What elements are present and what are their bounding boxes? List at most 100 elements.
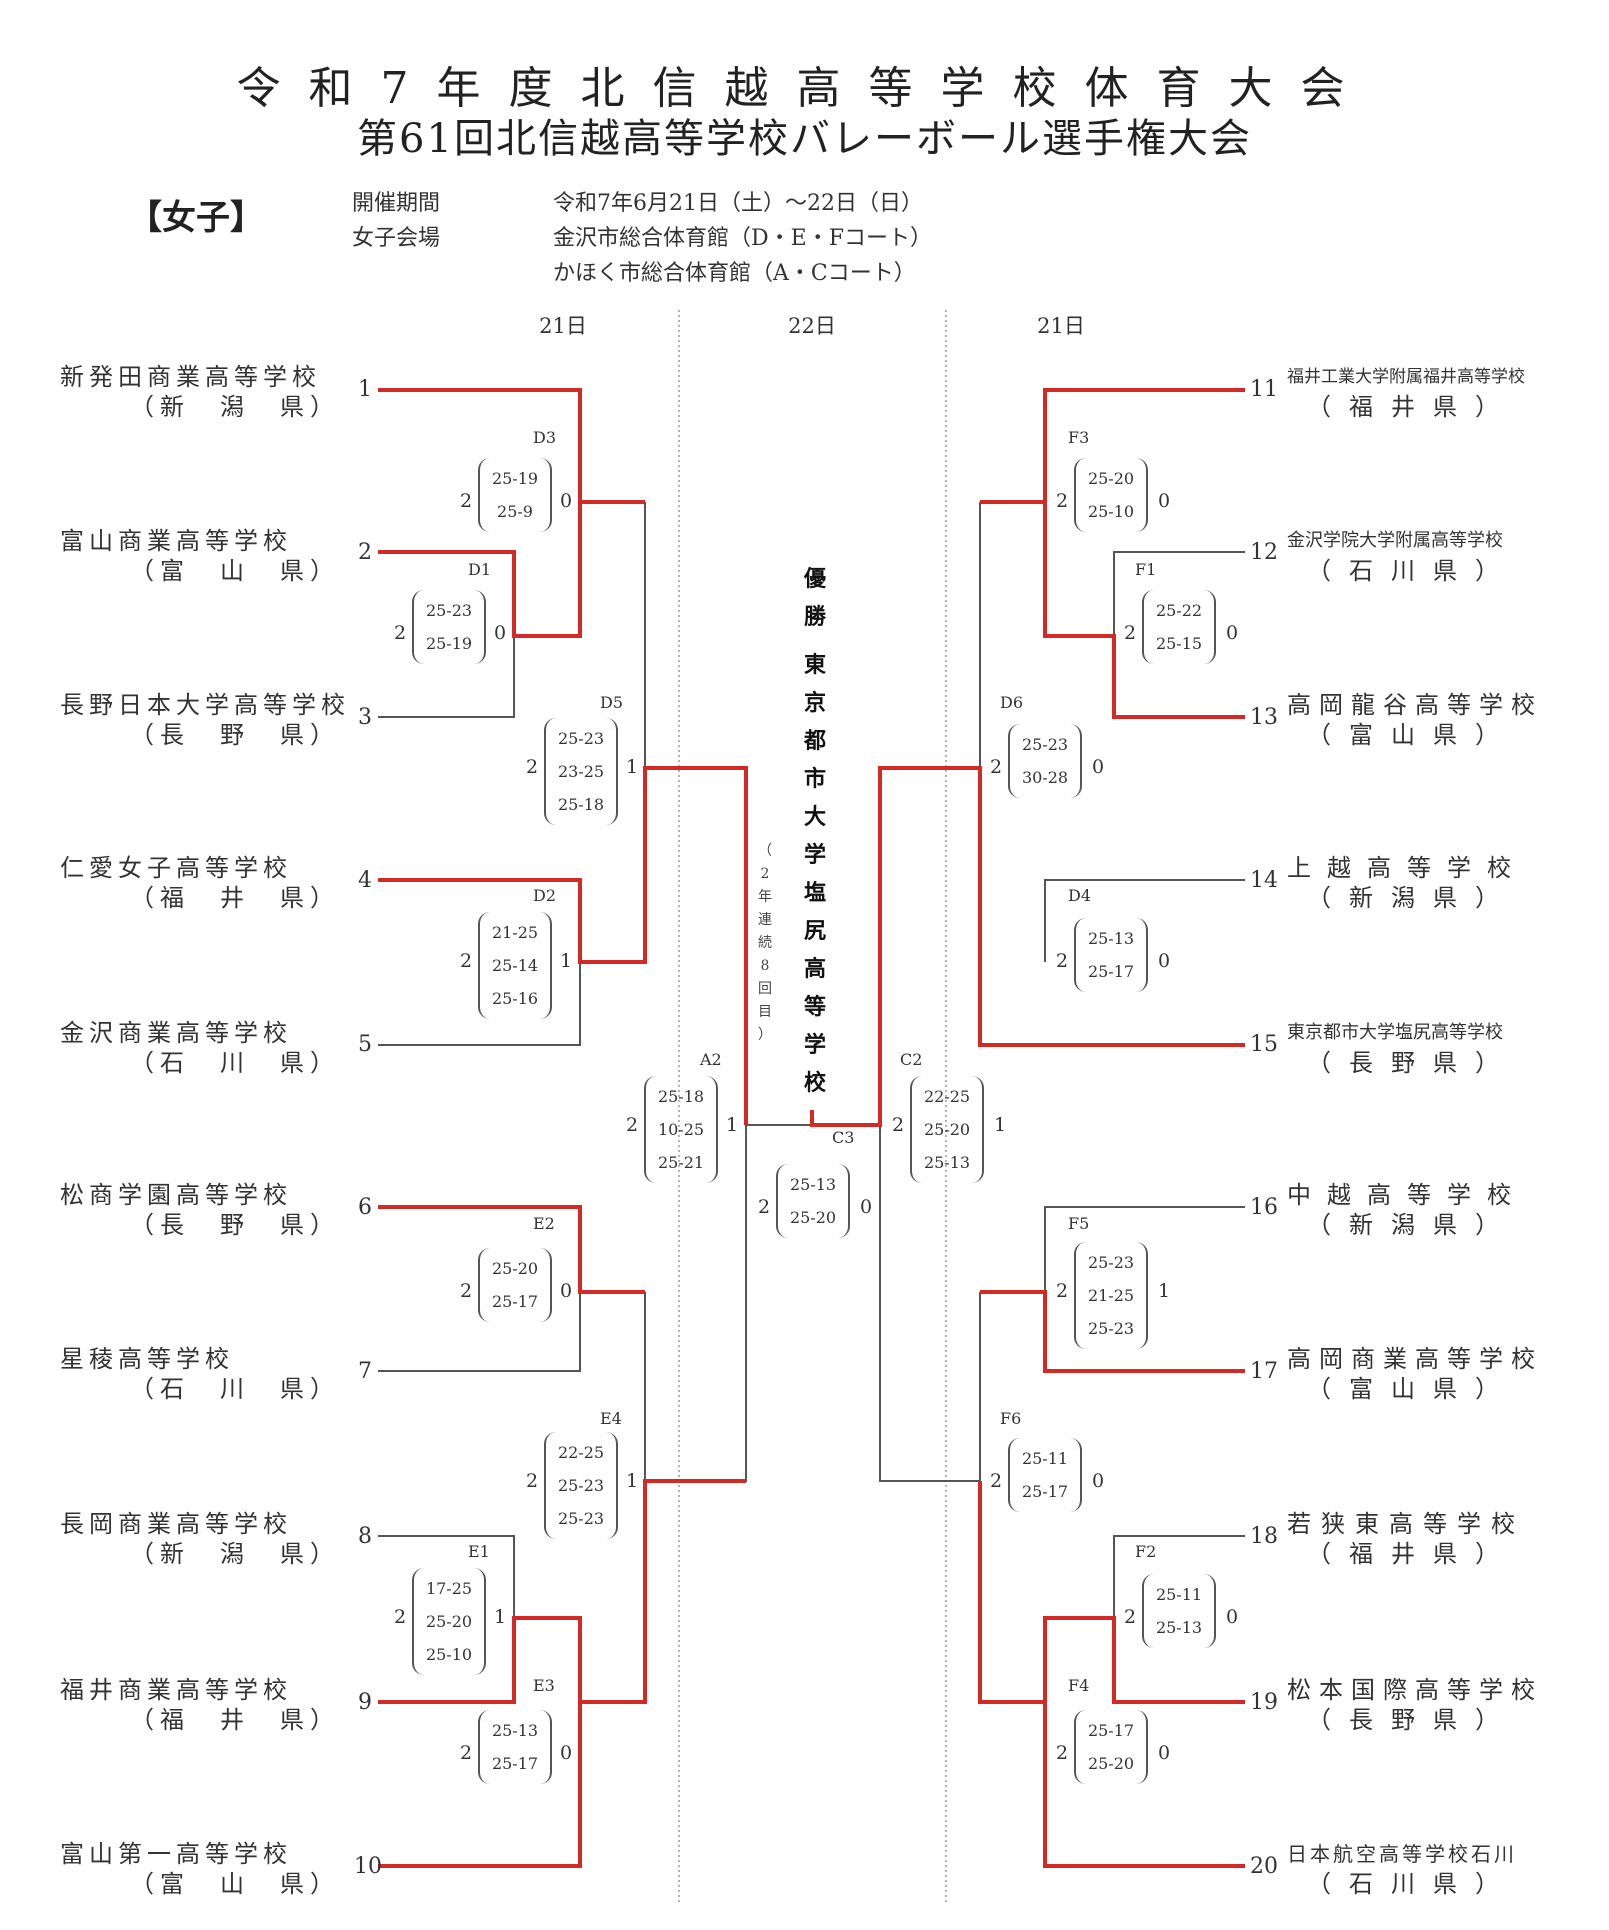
team-prefecture: （新潟県） xyxy=(1307,1211,1517,1239)
set-score: 25-23 xyxy=(1087,1253,1135,1272)
match-code: D5 xyxy=(600,693,624,712)
set-scores: 25-23 21-25 25-23 xyxy=(1074,1242,1148,1349)
seed-number: 18 xyxy=(1250,1524,1278,1549)
set-score: 21-25 xyxy=(1087,1286,1135,1305)
team-prefecture: （長野県） xyxy=(1307,1706,1517,1734)
team-name: 中越高等学校 xyxy=(1287,1181,1527,1209)
line-f6-up xyxy=(879,1125,981,1482)
champion-label: 優 勝 東 京 都 市 大 学 塩 尻 高 等 学 校 xyxy=(800,560,830,1102)
team-name: 仁愛女子高等学校 xyxy=(60,854,292,882)
sets-won: 2 xyxy=(460,1742,473,1764)
match-code: F1 xyxy=(1135,560,1157,579)
seed-number: 4 xyxy=(358,868,372,893)
seed-number: 11 xyxy=(1250,377,1278,402)
set-score: 25-19 xyxy=(491,469,539,488)
sets-lost: 1 xyxy=(560,950,573,972)
seed-number: 5 xyxy=(358,1032,372,1057)
win-team20 xyxy=(978,1481,1245,1868)
win-team2 xyxy=(378,502,582,638)
venue-label: 女子会場 xyxy=(352,226,441,251)
team-entry: 高岡商業高等学校（富山県） xyxy=(1287,1344,1587,1404)
match-code: D2 xyxy=(533,886,557,905)
set-scores: 25-22 25-15 xyxy=(1142,590,1216,664)
match-code: F3 xyxy=(1068,428,1090,447)
set-score: 25-22 xyxy=(1155,601,1203,620)
team-prefecture: （福井県） xyxy=(1307,1540,1517,1568)
consecutive-wins-note: （ 2 年 連 続 8 回 目 ） xyxy=(755,840,775,1047)
team-entry: 日本航空高等学校石川（石川県） xyxy=(1287,1839,1587,1899)
champion-char: 優 xyxy=(803,566,826,592)
sets-lost: 0 xyxy=(1226,622,1239,644)
venue-value-2: かほく市総合体育館（A・Cコート） xyxy=(553,261,916,286)
team-entry: 富山商業高等学校（富 山 県） xyxy=(60,526,360,586)
match-code: A2 xyxy=(700,1050,722,1069)
team-prefecture: （新 潟 県） xyxy=(130,393,340,421)
sets-won: 2 xyxy=(460,1280,473,1302)
set-score: 25-15 xyxy=(1155,634,1203,653)
sets-lost: 0 xyxy=(1226,1606,1239,1628)
note-char: 年 xyxy=(758,889,772,905)
team-name: 高岡龍谷高等学校 xyxy=(1287,691,1543,719)
team-prefecture: （石 川 県） xyxy=(130,1375,340,1403)
team-name: 新発田商業高等学校 xyxy=(60,363,321,391)
sets-lost: 0 xyxy=(1158,1742,1171,1764)
set-score: 25-10 xyxy=(425,1645,473,1664)
team-prefecture: （新潟県） xyxy=(1307,884,1517,912)
team-entry: 福井工業大学附属福井高等学校 （福井県） xyxy=(1287,362,1587,422)
team-name: 上越高等学校 xyxy=(1287,854,1527,882)
set-score: 25-23 xyxy=(1087,1319,1135,1338)
win-team13 xyxy=(1043,502,1245,719)
division-label: 【女子】 xyxy=(128,198,264,238)
sets-won: 2 xyxy=(526,1470,539,1492)
team-prefecture: （新 潟 県） xyxy=(130,1540,340,1568)
sets-won: 2 xyxy=(758,1196,771,1218)
day-label-center: 22日 xyxy=(788,314,836,338)
set-score: 25-13 xyxy=(923,1153,971,1172)
team-entry: 高岡龍谷高等学校（富山県） xyxy=(1287,690,1587,750)
tournament-title: 令和7年度北信越高等学校体育大会 xyxy=(236,63,1373,114)
sets-won: 2 xyxy=(1056,1742,1069,1764)
set-score: 25-20 xyxy=(1087,1754,1135,1773)
match-code: E4 xyxy=(600,1409,622,1428)
team-entry: 星稜高等学校（石 川 県） xyxy=(60,1344,360,1404)
sets-lost: 0 xyxy=(560,1280,573,1302)
note-char: 回 xyxy=(758,981,772,997)
set-score: 25-11 xyxy=(1021,1449,1069,1468)
team-name: 金沢商業高等学校 xyxy=(60,1019,292,1047)
win-team9 xyxy=(378,1616,582,1704)
set-score: 25-18 xyxy=(657,1087,705,1106)
team-prefecture: （福井県） xyxy=(1307,393,1517,421)
team-name: 福井工業大学附属福井高等学校 xyxy=(1287,367,1525,387)
sets-won: 2 xyxy=(1056,1280,1069,1302)
team-prefecture: （富 山 県） xyxy=(130,1870,340,1898)
match-code: D3 xyxy=(533,428,557,447)
set-score: 25-20 xyxy=(491,1259,539,1278)
team-entry: 金沢学院大学附属高等学校（石川県） xyxy=(1287,526,1587,586)
set-score: 25-23 xyxy=(557,729,605,748)
team-entry: 富山第一高等学校（富 山 県） xyxy=(60,1839,360,1899)
win-team10 xyxy=(378,1479,746,1868)
sets-won: 2 xyxy=(1056,950,1069,972)
champion-char: 尻 xyxy=(803,918,826,944)
seed-number: 1 xyxy=(358,377,372,402)
team-prefecture: （長 野 県） xyxy=(130,1211,340,1239)
sets-lost: 0 xyxy=(860,1196,873,1218)
set-score: 25-14 xyxy=(491,956,539,975)
note-char: 続 xyxy=(758,935,772,951)
champion-char: 学 xyxy=(803,842,826,868)
win-team1 xyxy=(378,388,645,504)
team-prefecture: （富 山 県） xyxy=(130,557,340,585)
set-score: 25-23 xyxy=(425,601,473,620)
team-entry: 長野日本大学高等学校（長 野 県） xyxy=(60,690,360,750)
set-score: 25-13 xyxy=(1087,929,1135,948)
note-char: 目 xyxy=(758,1004,772,1020)
team-name: 高岡商業高等学校 xyxy=(1287,1345,1543,1373)
sets-won: 2 xyxy=(394,622,407,644)
